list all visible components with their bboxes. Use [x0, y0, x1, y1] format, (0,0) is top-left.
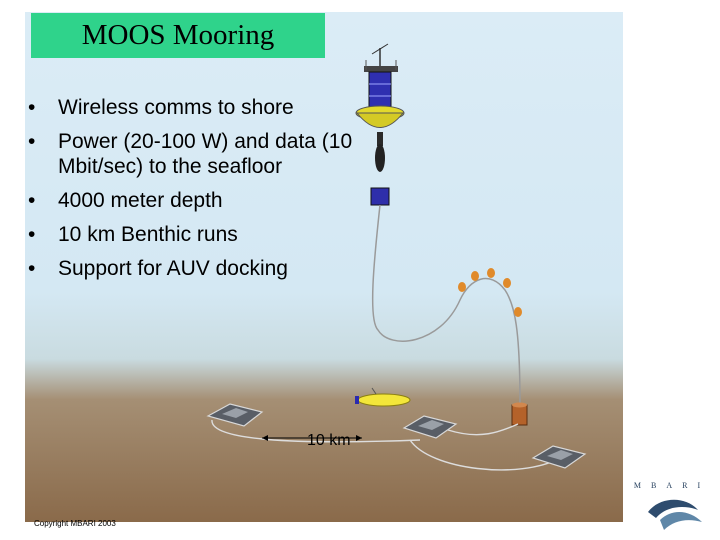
- bullet-item: 4000 meter depth: [28, 188, 368, 213]
- buoy-mast-icon: [364, 43, 398, 72]
- bullet-item: Power (20-100 W) and data (10 Mbit/sec) …: [28, 129, 368, 179]
- scale-arrow: [262, 435, 362, 441]
- auv-icon: [355, 387, 411, 407]
- bullet-item: 10 km Benthic runs: [28, 222, 368, 247]
- benthic-node-icon: [206, 403, 264, 427]
- benthic-node-icon: [531, 445, 587, 469]
- cable-float-icon: [458, 268, 522, 317]
- bullet-item: Wireless comms to shore: [28, 95, 368, 120]
- title-box: MOOS Mooring: [31, 13, 325, 58]
- seafloor-cable: [447, 423, 519, 436]
- bullet-list: Wireless comms to shore Power (20-100 W)…: [28, 95, 368, 290]
- benthic-node-icon: [402, 415, 458, 439]
- mbari-logo-text: MBARI: [633, 481, 711, 490]
- page-title: MOOS Mooring: [81, 19, 275, 51]
- anchor-icon: [511, 402, 528, 426]
- subsurface-float-icon: [370, 187, 390, 206]
- mooring-cable: [371, 204, 521, 406]
- scale-label: 10 km: [307, 432, 351, 449]
- mbari-logo: [648, 499, 702, 530]
- surface-buoy-icon: [355, 71, 405, 172]
- copyright-text: Copyright MBARI 2003: [34, 519, 116, 528]
- bullet-item: Support for AUV docking: [28, 256, 368, 281]
- seafloor-cable: [409, 439, 561, 471]
